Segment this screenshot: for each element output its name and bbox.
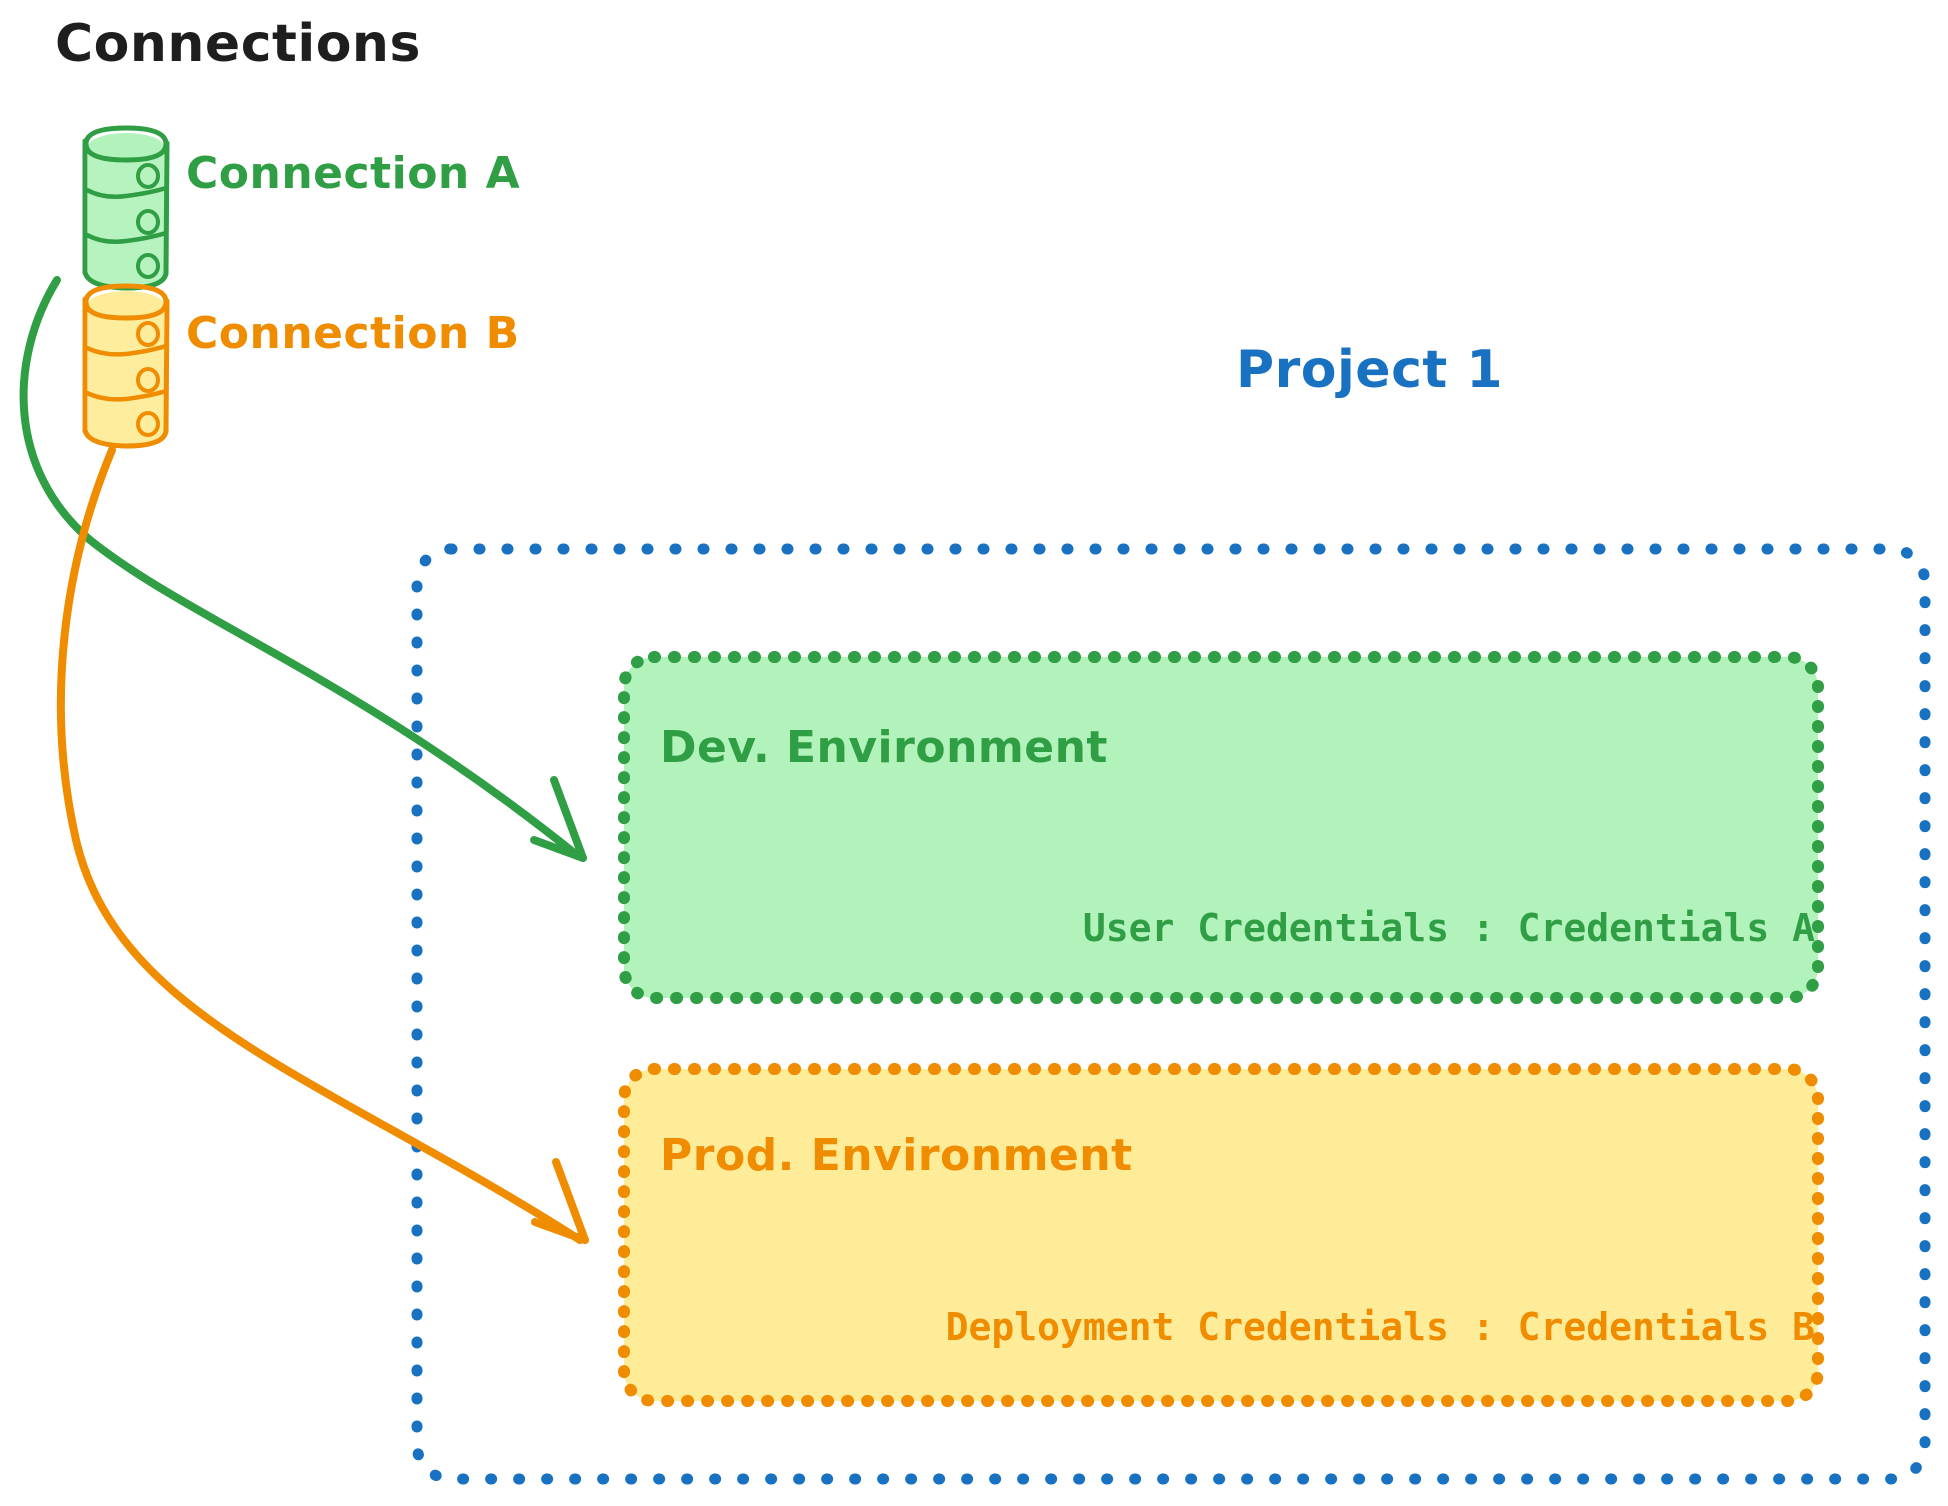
prod-environment-box[interactable]: [624, 1069, 1818, 1401]
project-1-label: Project 1: [1236, 340, 1504, 400]
prod-environment-title: Prod. Environment: [660, 1130, 1133, 1181]
arrow-connection-b-to-prod: [56, 446, 589, 1244]
prod-environment-credentials: Deployment Credentials : Credentials B: [945, 1305, 1815, 1349]
page-title: Connections: [55, 14, 421, 74]
connection-a-label[interactable]: Connection A: [186, 148, 521, 199]
dev-environment-box[interactable]: [624, 657, 1818, 998]
dev-environment-credentials: User Credentials : Credentials A: [1082, 906, 1815, 950]
prod-environment-border: [618, 1063, 1824, 1407]
arrow-connection-a-to-dev: [19, 276, 587, 862]
connection-b-label[interactable]: Connection B: [186, 308, 520, 359]
dev-environment-border: [618, 651, 1824, 1004]
database-cylinder-icon-connection-a[interactable]: [82, 125, 170, 291]
dev-environment-title: Dev. Environment: [660, 722, 1108, 773]
database-cylinder-icon-connection-b[interactable]: [82, 283, 170, 449]
